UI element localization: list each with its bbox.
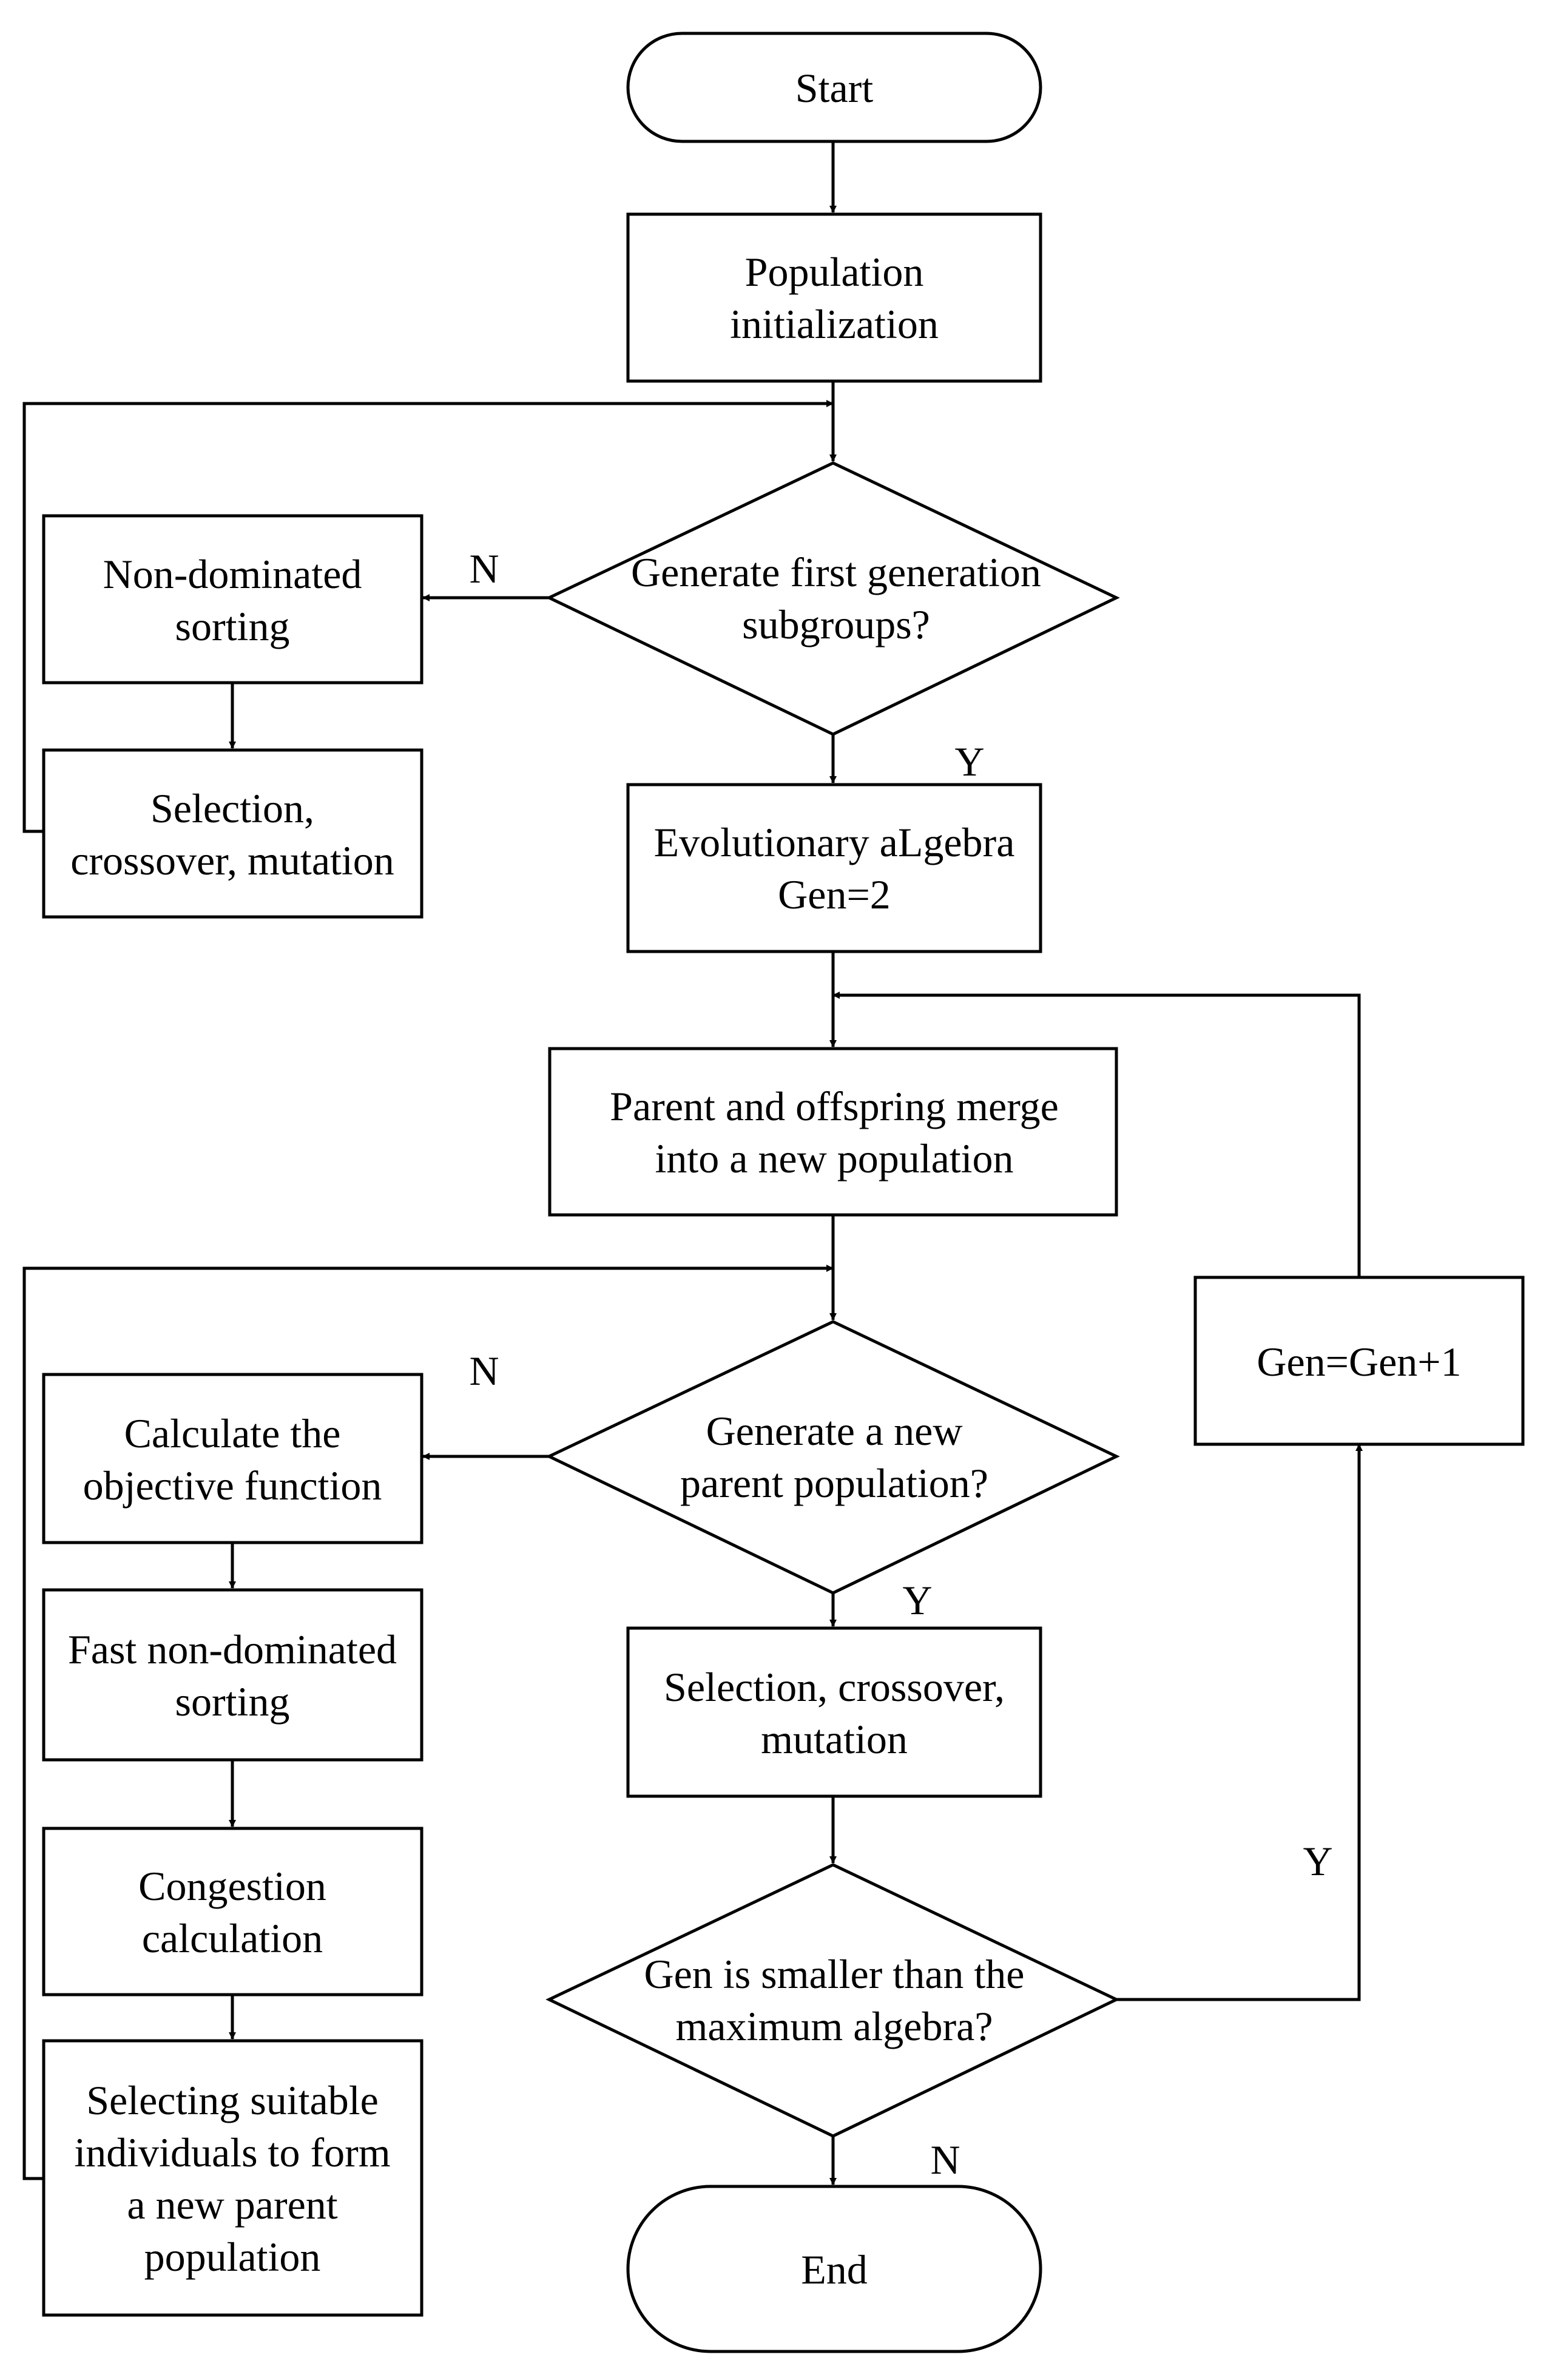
- selection-center-label: Selection, crossover, mutation: [664, 1664, 1005, 1762]
- max-gen-decision-diamond: [545, 1863, 1120, 2138]
- label-line: sorting: [175, 1679, 290, 1725]
- max-gen-decision-label: Gen is smaller than the maximum algebra?: [644, 1951, 1025, 2049]
- label-line: individuals to form: [74, 2129, 390, 2175]
- label-line: Selection,: [150, 785, 314, 831]
- start-terminal: [626, 32, 1042, 143]
- edge-increment-loop-back: [832, 992, 1361, 1277]
- label-line: Evolutionary aLgebra: [654, 819, 1015, 865]
- label-line: Population: [745, 249, 924, 295]
- edge-max-decision-yes: [1116, 1444, 1363, 2001]
- first-gen-yes-label: Y: [954, 739, 984, 785]
- label-line: Generate a new: [706, 1408, 963, 1454]
- end-label: End: [801, 2246, 868, 2293]
- fast-sorting-label: Fast non-dominated sorting: [68, 1626, 397, 1725]
- gen-increment-box: [1193, 1276, 1525, 1446]
- congestion-box: [42, 1827, 424, 1996]
- new-parent-no-label: N: [469, 1348, 499, 1394]
- first-gen-no-label: N: [469, 546, 499, 592]
- label-line: calculation: [142, 1915, 323, 1961]
- merge-label: Parent and offspring merge into a new pop…: [610, 1083, 1059, 1182]
- label-line: a new parent: [127, 2182, 337, 2228]
- start-label: Start: [795, 65, 874, 111]
- calc-objective-box: [42, 1373, 424, 1544]
- label-line: Start: [795, 65, 874, 111]
- connectors: [22, 141, 1363, 2185]
- merge-box: [548, 1047, 1118, 1217]
- label-line: Non-dominated: [103, 551, 362, 597]
- end-terminal: [626, 2185, 1042, 2353]
- label-line: Fast non-dominated: [68, 1626, 397, 1672]
- selection-left-label: Selection, crossover, mutation: [70, 785, 394, 884]
- node-labels: Start Population initialization Generate …: [68, 65, 1462, 2293]
- new-parent-yes-label: Y: [902, 1577, 932, 1623]
- label-line: initialization: [730, 301, 939, 347]
- label-line: objective function: [83, 1462, 382, 1509]
- max-gen-no-label: N: [930, 2137, 960, 2183]
- edge-labels: N Y N Y Y N: [469, 546, 1332, 2183]
- label-line: Gen=Gen+1: [1257, 1339, 1461, 1385]
- label-line: Congestion: [138, 1863, 326, 1909]
- first-gen-decision-diamond: [545, 461, 1120, 736]
- label-line: sorting: [175, 603, 290, 649]
- calc-objective-label: Calculate the objective function: [83, 1410, 382, 1509]
- max-gen-yes-label: Y: [1303, 1838, 1332, 1884]
- congestion-label: Congestion calculation: [138, 1863, 326, 1961]
- label-line: subgroups?: [742, 601, 930, 647]
- population-init-box: [626, 212, 1042, 383]
- label-line: mutation: [761, 1716, 908, 1762]
- new-parent-decision-label: Generate a new parent population?: [680, 1408, 988, 1506]
- label-line: Calculate the: [124, 1410, 341, 1456]
- gen-increment-label: Gen=Gen+1: [1257, 1339, 1461, 1385]
- label-line: Gen is smaller than the: [644, 1951, 1025, 1997]
- selection-left-box: [42, 748, 424, 919]
- edge-selecting-loop-back: [22, 1265, 834, 2180]
- label-line: End: [801, 2246, 868, 2293]
- population-init-label: Population initialization: [730, 249, 939, 347]
- label-line: crossover, mutation: [70, 837, 394, 884]
- label-line: Selecting suitable: [86, 2077, 379, 2123]
- label-line: parent population?: [680, 1460, 988, 1506]
- label-line: Generate first generation: [631, 549, 1041, 595]
- first-gen-decision-label: Generate first generation subgroups?: [631, 549, 1041, 647]
- edge-selection-loop-back: [22, 400, 834, 833]
- new-parent-decision-diamond: [545, 1320, 1120, 1595]
- select-individuals-label: Selecting suitable individuals to form a n…: [74, 2077, 390, 2280]
- label-line: population: [144, 2234, 321, 2280]
- label-line: Parent and offspring merge: [610, 1083, 1059, 1129]
- label-line: Selection, crossover,: [664, 1664, 1005, 1710]
- selection-center-box: [626, 1626, 1042, 1798]
- label-line: maximum algebra?: [675, 2003, 993, 2049]
- evolutionary-algebra-box: [626, 783, 1042, 953]
- non-dominated-sorting-box: [42, 514, 424, 685]
- label-line: Gen=2: [778, 871, 891, 918]
- non-dominated-sorting-label: Non-dominated sorting: [103, 551, 362, 649]
- select-individuals-box: [42, 2039, 424, 2317]
- fast-sorting-box: [42, 1588, 424, 1762]
- shapes: [42, 32, 1525, 2353]
- label-line: into a new population: [655, 1135, 1013, 1182]
